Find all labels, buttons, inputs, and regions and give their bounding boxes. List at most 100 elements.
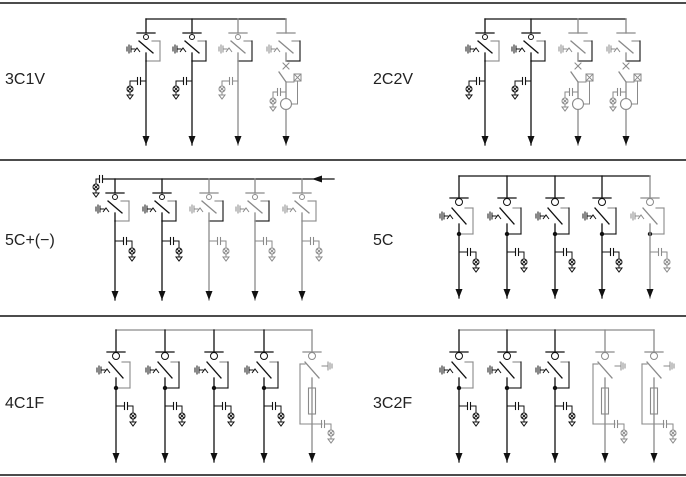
earthing-switch-icon xyxy=(133,47,141,53)
ground-icon xyxy=(472,421,480,427)
ground-icon xyxy=(615,267,623,273)
feeder-unit-c xyxy=(189,178,230,301)
switch-blade xyxy=(618,40,634,54)
outgoing-arrow-icon xyxy=(646,289,654,298)
outgoing-arrow-icon xyxy=(251,291,259,300)
switch-blade xyxy=(523,40,539,54)
outgoing-arrow-icon xyxy=(481,136,489,145)
outgoing-arrow-icon xyxy=(188,136,196,145)
ground-icon xyxy=(227,421,235,427)
switch-operator-icon xyxy=(455,198,463,206)
panel-2c2v: 2C2V xyxy=(373,18,642,146)
breaker-blade xyxy=(618,71,627,83)
panel-5c-: 5C+(−) xyxy=(5,174,335,301)
feeder-unit-c xyxy=(630,175,671,299)
switch-operator-icon xyxy=(260,352,268,360)
outgoing-arrow-icon xyxy=(111,291,119,300)
outgoing-arrow-icon xyxy=(282,136,290,145)
switch-blade xyxy=(247,200,263,214)
switch-operator-icon xyxy=(551,198,559,206)
switch-operator-icon xyxy=(598,198,606,206)
earthing-switch-icon xyxy=(242,207,250,213)
feeder-unit-c xyxy=(145,329,186,463)
switch-blade xyxy=(570,40,586,54)
outgoing-arrow-icon xyxy=(503,453,511,462)
switch-operator-icon xyxy=(161,352,169,360)
panel-label: 3C1V xyxy=(5,71,45,88)
ground-icon xyxy=(268,256,276,262)
panel-3c1v: 3C1V xyxy=(5,18,302,146)
feeder-unit-c xyxy=(439,329,480,463)
incoming-arrow-icon xyxy=(312,175,322,183)
switch-blade xyxy=(594,207,610,225)
switch-blade xyxy=(206,361,222,379)
outgoing-arrow-icon xyxy=(161,453,169,462)
outgoing-arrow-icon xyxy=(158,291,166,300)
panel-4c1f: 4C1F xyxy=(5,329,335,463)
switch-operator-icon xyxy=(159,194,165,200)
switch-blade xyxy=(451,361,467,379)
ground-icon xyxy=(663,267,671,273)
switch-operator-icon xyxy=(503,198,511,206)
feeder-unit-c xyxy=(235,178,276,301)
outgoing-arrow-icon xyxy=(650,453,658,462)
ground-icon xyxy=(129,421,137,427)
earthing-switch-icon xyxy=(179,47,187,53)
fuse-icon xyxy=(600,387,610,415)
switch-operator-icon xyxy=(299,194,305,200)
current-transformer-icon xyxy=(279,97,293,111)
ground-icon xyxy=(609,106,617,112)
switch-operator-icon xyxy=(308,352,316,360)
feeder-unit-c xyxy=(172,18,207,146)
ground-icon xyxy=(218,94,226,100)
earthing-switch-icon xyxy=(201,368,209,374)
feeder-unit-f xyxy=(592,329,628,463)
outgoing-arrow-icon xyxy=(455,453,463,462)
panel-5c: 5C xyxy=(373,175,671,299)
feeder-unit-v xyxy=(606,18,642,146)
switch-blade xyxy=(107,200,123,214)
ground-icon xyxy=(128,256,136,262)
switch-operator-icon xyxy=(143,34,149,40)
earthing-switch-icon xyxy=(589,214,597,220)
ground-icon xyxy=(520,267,528,273)
feeder-unit-c xyxy=(535,329,576,463)
ground-icon xyxy=(561,106,569,112)
ground-icon xyxy=(568,421,576,427)
earthing-switch-icon xyxy=(273,47,281,53)
feeder-unit-c xyxy=(582,175,623,299)
earthing-switch-icon xyxy=(103,368,111,374)
earthing-switch-icon xyxy=(518,47,526,53)
outgoing-arrow-icon xyxy=(308,453,316,462)
switch-blade xyxy=(108,361,124,379)
switch-operator-icon xyxy=(455,352,463,360)
panel-label: 5C+(−) xyxy=(5,232,55,249)
ground-icon xyxy=(126,94,134,100)
switch-operator-icon xyxy=(551,352,559,360)
switch-blade xyxy=(597,361,613,379)
switch-operator-icon xyxy=(210,352,218,360)
earthing-switch-icon xyxy=(102,207,110,213)
switch-blade xyxy=(499,207,515,225)
switch-blade xyxy=(642,207,658,225)
earthing-switch-icon xyxy=(152,368,160,374)
configuration-panels: 3C1V 2C2V 5C+(−) 5C 4C1F 3C2F xyxy=(5,18,677,463)
feeder-unit-c xyxy=(465,18,500,146)
panel-label: 3C2F xyxy=(373,395,412,412)
ground-icon xyxy=(277,421,285,427)
panel-label: 2C2V xyxy=(373,71,413,88)
switch-operator-icon xyxy=(112,194,118,200)
switch-operator-icon xyxy=(528,34,534,40)
switch-blade xyxy=(547,361,563,379)
ground-icon xyxy=(315,256,323,262)
feeder-unit-c xyxy=(96,329,137,463)
earthing-switch-icon xyxy=(494,368,502,374)
earthing-switch-icon xyxy=(251,368,259,374)
outgoing-arrow-icon xyxy=(551,289,559,298)
ground-icon xyxy=(92,192,100,198)
switch-operator-icon xyxy=(482,34,488,40)
feeder-unit-c xyxy=(535,175,576,299)
earthing-switch-icon xyxy=(289,207,297,213)
switch-operator-icon xyxy=(503,352,511,360)
breaker-blade xyxy=(278,71,287,83)
